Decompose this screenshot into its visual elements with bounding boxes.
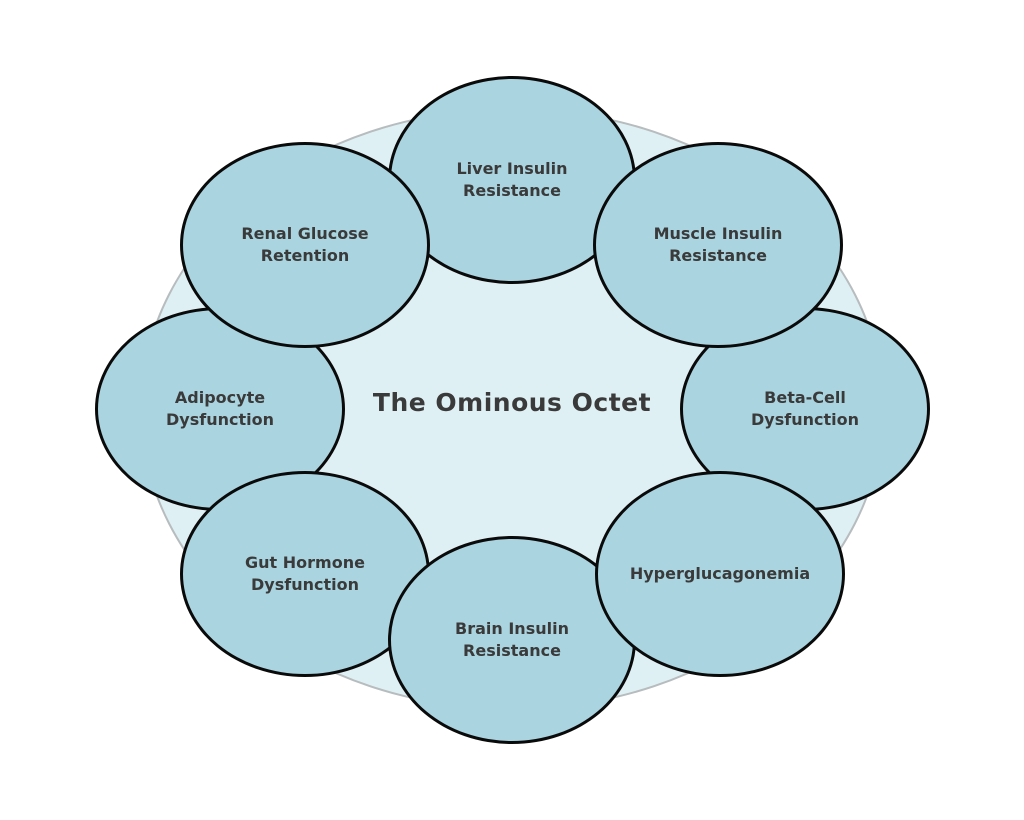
- node-label: Adipocyte Dysfunction: [166, 387, 274, 429]
- node-hyperglucagonemia: Hyperglucagonemia: [595, 471, 845, 677]
- diagram-title: The Ominous Octet: [372, 388, 652, 417]
- node-brain-insulin-resistance: Brain Insulin Resistance: [388, 536, 636, 744]
- node-label: Liver Insulin Resistance: [456, 158, 568, 200]
- node-label: Muscle Insulin Resistance: [653, 223, 783, 265]
- node-renal-glucose-retention: Renal Glucose Retention: [180, 142, 430, 348]
- node-label: Hyperglucagonemia: [629, 563, 811, 583]
- node-label: Beta-Cell Dysfunction: [751, 387, 859, 429]
- node-label: Gut Hormone Dysfunction: [245, 552, 365, 594]
- node-muscle-insulin-resistance: Muscle Insulin Resistance: [593, 142, 843, 348]
- node-label: Renal Glucose Retention: [241, 223, 369, 265]
- node-label: Brain Insulin Resistance: [455, 618, 569, 660]
